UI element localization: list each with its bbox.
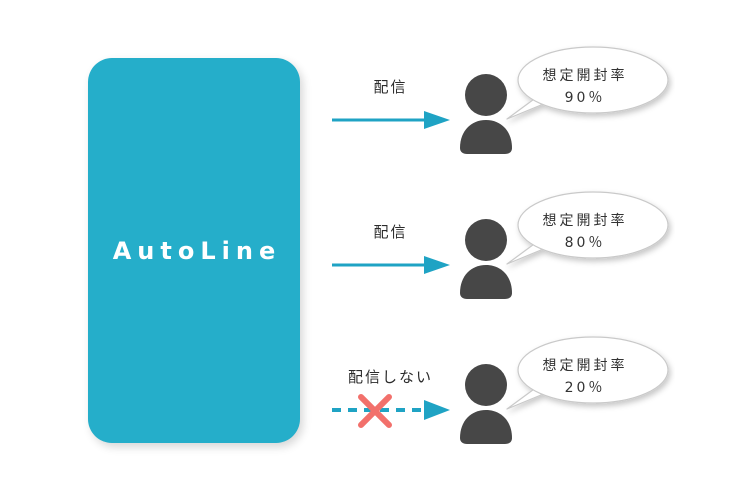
blocked-arrow-group: 配信しない: [318, 366, 463, 436]
bubble-line-2: 20％: [564, 380, 606, 396]
speech-bubble-shape: [506, 46, 669, 120]
speech-bubble: 想定開封率 20％: [505, 333, 675, 437]
cross-icon: [358, 394, 392, 428]
bubble-line-1: 想定開封率: [542, 358, 628, 374]
solid-arrow-icon: [332, 256, 450, 274]
delivery-arrow-group: 配信: [318, 221, 463, 291]
person-icon: [460, 364, 512, 444]
bubble-line-1: 想定開封率: [542, 213, 628, 229]
arrow-label: 配信: [373, 78, 408, 96]
bubble-text: 想定開封率 20％: [505, 355, 665, 399]
bubble-text: 想定開封率 80％: [505, 210, 665, 254]
bubble-line-2: 80％: [564, 235, 606, 251]
flow-row: 配信 想定開封率: [300, 46, 750, 178]
arrow-label: 配信: [373, 223, 408, 241]
delivery-arrow-group: 配信: [318, 76, 463, 146]
speech-bubble-shape: [506, 191, 669, 265]
bubble-line-1: 想定開封率: [542, 68, 628, 84]
flow-row: 配信 想定開封率: [300, 191, 750, 323]
solid-arrow-icon: [332, 111, 450, 129]
app-panel-title: AutoLine: [112, 236, 282, 265]
speech-bubble-shape: [506, 336, 669, 410]
speech-bubble: 想定開封率 80％: [505, 188, 675, 292]
arrow-label: 配信しない: [347, 368, 433, 386]
flow-row: 配信しない: [300, 336, 750, 468]
speech-bubble: 想定開封率 90％: [505, 43, 675, 147]
bubble-text: 想定開封率 90％: [505, 65, 665, 109]
app-panel: AutoLine: [88, 58, 300, 443]
person-icon: [460, 74, 512, 154]
bubble-line-2: 90％: [564, 90, 606, 106]
person-icon: [460, 219, 512, 299]
